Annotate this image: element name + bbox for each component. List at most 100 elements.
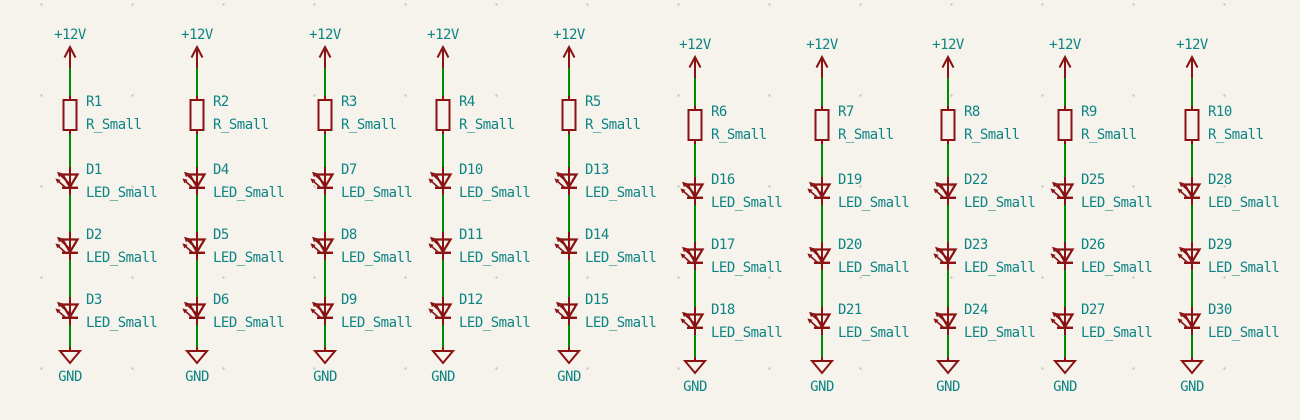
ground-net-label[interactable]: GND: [1180, 379, 1204, 395]
led-value[interactable]: LED_Small: [838, 195, 910, 211]
led-symbol[interactable]: [806, 240, 832, 272]
led-symbol[interactable]: [806, 305, 832, 337]
led-value[interactable]: LED_Small: [1081, 195, 1153, 211]
led-reference[interactable]: D10: [459, 162, 483, 178]
led-symbol[interactable]: [309, 165, 335, 197]
led-symbol[interactable]: [679, 240, 705, 272]
led-symbol[interactable]: [932, 305, 958, 337]
resistor-symbol[interactable]: [435, 96, 451, 134]
resistor-value[interactable]: R_Small: [964, 127, 1020, 143]
led-value[interactable]: LED_Small: [1208, 260, 1280, 276]
led-value[interactable]: LED_Small: [341, 315, 413, 331]
led-reference[interactable]: D18: [711, 302, 735, 318]
led-value[interactable]: LED_Small: [86, 185, 158, 201]
led-reference[interactable]: D19: [838, 172, 862, 188]
led-symbol[interactable]: [932, 175, 958, 207]
led-value[interactable]: LED_Small: [459, 315, 531, 331]
led-value[interactable]: LED_Small: [838, 325, 910, 341]
led-reference[interactable]: D1: [86, 162, 102, 178]
resistor-value[interactable]: R_Small: [86, 117, 142, 133]
schematic-canvas[interactable]: +12V R1 R_Small D1 LED_Small D2 L: [0, 0, 1300, 410]
led-symbol[interactable]: [553, 165, 579, 197]
ground-symbol[interactable]: [1052, 357, 1078, 375]
resistor-value[interactable]: R_Small: [1081, 127, 1137, 143]
led-value[interactable]: LED_Small: [459, 250, 531, 266]
led-symbol[interactable]: [1049, 305, 1075, 337]
power-symbol[interactable]: [318, 44, 332, 68]
led-symbol[interactable]: [1049, 240, 1075, 272]
power-symbol[interactable]: [941, 54, 955, 78]
led-value[interactable]: LED_Small: [711, 195, 783, 211]
led-reference[interactable]: D11: [459, 227, 483, 243]
ground-symbol[interactable]: [57, 347, 83, 365]
resistor-symbol[interactable]: [687, 106, 703, 144]
led-reference[interactable]: D8: [341, 227, 357, 243]
power-net-label[interactable]: +12V: [309, 27, 341, 43]
led-reference[interactable]: D24: [964, 302, 988, 318]
ground-net-label[interactable]: GND: [557, 369, 581, 385]
resistor-symbol[interactable]: [1184, 106, 1200, 144]
ground-symbol[interactable]: [935, 357, 961, 375]
led-symbol[interactable]: [181, 165, 207, 197]
led-reference[interactable]: D7: [341, 162, 357, 178]
power-net-label[interactable]: +12V: [806, 37, 838, 53]
power-symbol[interactable]: [562, 44, 576, 68]
power-symbol[interactable]: [815, 54, 829, 78]
resistor-symbol[interactable]: [317, 96, 333, 134]
resistor-value[interactable]: R_Small: [341, 117, 397, 133]
ground-net-label[interactable]: GND: [810, 379, 834, 395]
led-value[interactable]: LED_Small: [964, 195, 1036, 211]
led-symbol[interactable]: [54, 295, 80, 327]
led-reference[interactable]: D30: [1208, 302, 1232, 318]
led-symbol[interactable]: [309, 295, 335, 327]
ground-symbol[interactable]: [556, 347, 582, 365]
led-reference[interactable]: D28: [1208, 172, 1232, 188]
led-value[interactable]: LED_Small: [711, 325, 783, 341]
resistor-value[interactable]: R_Small: [1208, 127, 1264, 143]
resistor-symbol[interactable]: [814, 106, 830, 144]
led-symbol[interactable]: [679, 305, 705, 337]
resistor-value[interactable]: R_Small: [838, 127, 894, 143]
led-reference[interactable]: D23: [964, 237, 988, 253]
led-reference[interactable]: D12: [459, 292, 483, 308]
led-value[interactable]: LED_Small: [585, 250, 657, 266]
led-symbol[interactable]: [806, 175, 832, 207]
led-value[interactable]: LED_Small: [1081, 260, 1153, 276]
led-reference[interactable]: D27: [1081, 302, 1105, 318]
resistor-value[interactable]: R_Small: [459, 117, 515, 133]
ground-net-label[interactable]: GND: [431, 369, 455, 385]
led-reference[interactable]: D4: [213, 162, 229, 178]
led-value[interactable]: LED_Small: [1208, 195, 1280, 211]
led-value[interactable]: LED_Small: [459, 185, 531, 201]
power-symbol[interactable]: [190, 44, 204, 68]
resistor-reference[interactable]: R6: [711, 104, 727, 120]
resistor-reference[interactable]: R8: [964, 104, 980, 120]
led-symbol[interactable]: [553, 230, 579, 262]
led-reference[interactable]: D9: [341, 292, 357, 308]
power-symbol[interactable]: [1058, 54, 1072, 78]
ground-net-label[interactable]: GND: [58, 369, 82, 385]
led-symbol[interactable]: [932, 240, 958, 272]
led-symbol[interactable]: [1049, 175, 1075, 207]
ground-symbol[interactable]: [1179, 357, 1205, 375]
led-reference[interactable]: D13: [585, 162, 609, 178]
resistor-reference[interactable]: R10: [1208, 104, 1232, 120]
led-reference[interactable]: D15: [585, 292, 609, 308]
led-reference[interactable]: D2: [86, 227, 102, 243]
power-net-label[interactable]: +12V: [1176, 37, 1208, 53]
led-symbol[interactable]: [1176, 240, 1202, 272]
led-reference[interactable]: D20: [838, 237, 862, 253]
ground-symbol[interactable]: [809, 357, 835, 375]
resistor-symbol[interactable]: [1057, 106, 1073, 144]
led-reference[interactable]: D26: [1081, 237, 1105, 253]
power-symbol[interactable]: [63, 44, 77, 68]
power-net-label[interactable]: +12V: [54, 27, 86, 43]
led-value[interactable]: LED_Small: [964, 325, 1036, 341]
resistor-reference[interactable]: R2: [213, 94, 229, 110]
led-value[interactable]: LED_Small: [86, 315, 158, 331]
led-reference[interactable]: D5: [213, 227, 229, 243]
resistor-reference[interactable]: R4: [459, 94, 475, 110]
led-reference[interactable]: D14: [585, 227, 609, 243]
led-symbol[interactable]: [1176, 305, 1202, 337]
led-symbol[interactable]: [427, 295, 453, 327]
